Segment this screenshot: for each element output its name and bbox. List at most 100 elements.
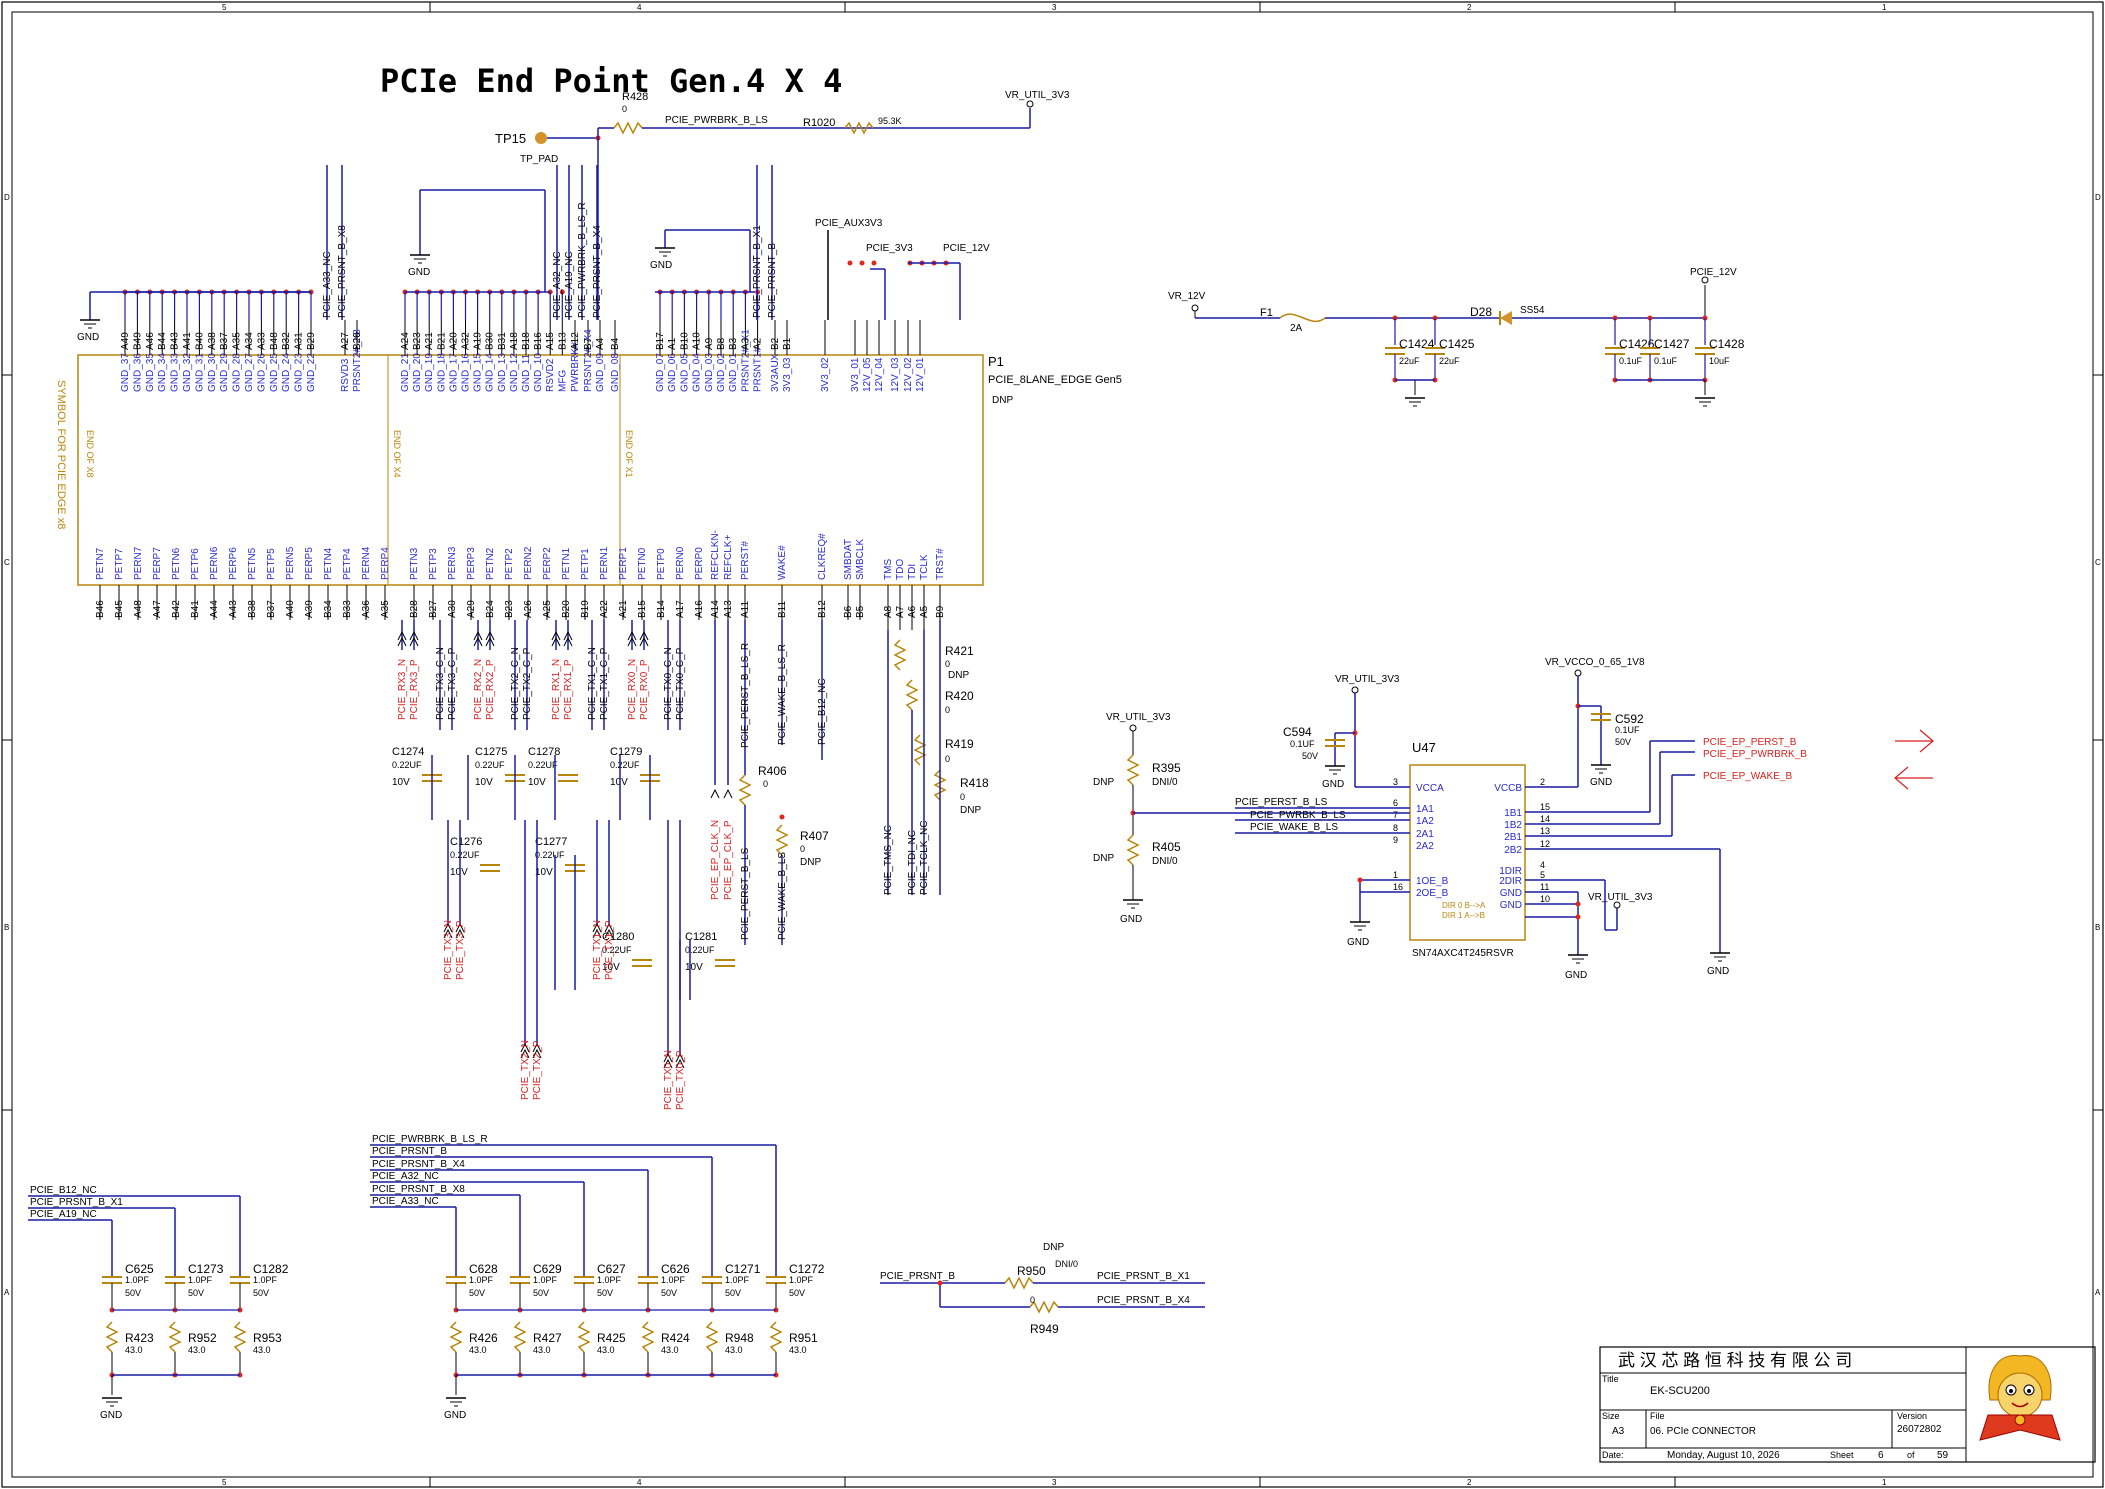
title-label: Title [1602,1374,1619,1384]
r1020-resistor[interactable] [844,121,874,135]
cap-val: 0.22UF [610,760,640,770]
u47-pin-number: 15 [1540,802,1550,812]
r395-val: DNI/0 [1152,777,1178,788]
u47-pin-name: 1DIR [1499,866,1522,877]
connector-top-pin-number: A38 [207,332,218,350]
row-label-b: B [4,923,9,932]
term-res-val: 43.0 [533,1345,551,1355]
r949-val: 0 [1030,1295,1035,1305]
cap-val: 0.22UF [685,945,715,955]
connector-top-pin-number: A27 [340,332,351,350]
term-cap-ref: C1271 [725,1262,761,1276]
size-value: A3 [1612,1426,1625,1437]
r407-resistor[interactable] [775,824,789,856]
term-net-label: PCIE_PRSNT_B_X1 [30,1197,123,1208]
termination-resistor[interactable] [577,1321,591,1353]
lane-net-label: PCIE_RX1_P [563,659,574,720]
r419-val: 0 [945,754,950,764]
d28-diode[interactable] [1500,311,1512,325]
power-cap-val: 0.1uF [1654,356,1678,366]
connector-top-pin-name: GND_01 [728,353,739,392]
prsnt-in-label: PCIE_PRSNT_B [880,1271,955,1282]
r421-resistor[interactable] [893,639,907,671]
r949-resistor[interactable] [1029,1300,1059,1314]
r420-resistor[interactable] [905,679,919,711]
connector-top-pin-name: GND_31 [194,353,205,392]
r406-resistor[interactable] [738,774,752,806]
r421-dnp: DNP [948,670,969,681]
direction-arrows [1894,729,1934,790]
offpage-connector-icon [409,630,419,647]
cap-ref: C1275 [475,746,507,758]
lane-net-label: PCIE_TX3_C_P [447,647,458,720]
connector-body[interactable] [77,354,984,586]
term-cap-volt: 50V [253,1288,269,1298]
connector-top-pin-name: GND_14 [485,353,496,392]
term-cap-val: 1.0PF [661,1275,686,1285]
r419-resistor[interactable] [913,734,927,766]
term-cap-val: 1.0PF [725,1275,750,1285]
r405-val: DNI/0 [1152,856,1178,867]
connector-top-pin-name: GND_21 [400,353,411,392]
connector-bottom-pin-number: A39 [304,600,315,618]
connector-bottom-pin-name: PERN7 [133,546,144,580]
r419-ref: R419 [945,737,974,751]
lane-net-label: PCIE_RX3_N [397,659,408,720]
u47-pin-name: 1OE_B [1416,876,1449,887]
lane-tx-net-label: PCIE_TX1_P [604,920,615,980]
term-res-val: 43.0 [188,1345,206,1355]
col-label-5b: 5 [222,1478,227,1487]
term-cap-val: 1.0PF [188,1275,213,1285]
termination-resistor[interactable] [769,1321,783,1353]
r950-resistor[interactable] [1004,1276,1034,1290]
u47-dir-note-2: DIR 1 A-->B [1442,911,1485,920]
u47-body[interactable] [1409,764,1526,941]
connector-top-pin-name: PRSNT2#_X4 [583,329,594,392]
connector-top-pin-number: A46 [145,332,156,350]
f1-fuse[interactable] [1279,313,1326,323]
termination-resistor[interactable] [449,1321,463,1353]
connector-top-pin-number: B37 [219,332,230,350]
u47-pin-name: 1A1 [1416,804,1434,815]
r407-ref: R407 [800,829,829,843]
r418-resistor[interactable] [933,769,947,801]
cap-val: 0.22UF [450,850,480,860]
perst-r-label: PCIE_PERST_B_LS_R [740,643,751,748]
cap-val: 0.22UF [528,760,558,770]
connector-bottom-pin-number: A16 [694,600,705,618]
connector-bottom-pin-number: B9 [935,605,946,618]
termination-resistor[interactable] [168,1321,182,1353]
u47-pin-number: 7 [1393,810,1398,820]
connector-bottom-pin-number: A44 [209,600,220,618]
connector-bottom-pin-name: PERP5 [304,547,315,580]
col-label-4b: 4 [637,1478,642,1487]
connector-bottom-pin-number: B5 [855,605,866,618]
perst-label: PCIE_PERST_B_LS [740,847,751,940]
u47-pin-number: 5 [1540,870,1545,880]
connector-bottom-pin-name: PETP4 [342,548,353,580]
connector-bottom-pin-name: PERP6 [228,547,239,580]
connector-top-pin-name: GND_33 [170,353,181,392]
connector-top-pin-name: RSVD2 [545,358,556,392]
termination-resistor[interactable] [513,1321,527,1353]
connector-bottom-pin-number: B20 [561,600,572,618]
termination-resistor[interactable] [641,1321,655,1353]
termination-resistor[interactable] [705,1321,719,1353]
r1020-val: 95.3K [878,116,902,126]
cap-volt: 10V [528,777,546,788]
tp15-test-point[interactable] [535,132,547,144]
top-net-label: PCIE_PRSNT_B_X4 [592,225,603,318]
f1-ref: F1 [1260,307,1273,319]
termination-resistor[interactable] [233,1321,247,1353]
connector-bottom-pin-name: CLKREQ# [817,533,828,580]
term-res-ref: R426 [469,1331,498,1345]
r405-resistor[interactable] [1126,834,1140,866]
term-res-ref: R953 [253,1331,282,1345]
gnd-label-1: GND [77,332,99,343]
r428-resistor[interactable] [613,121,643,135]
d28-ref: D28 [1470,305,1492,319]
termination-resistor[interactable] [105,1321,119,1353]
r395-resistor[interactable] [1126,754,1140,786]
r407-dnp: DNP [800,857,821,868]
u47-pin-name: 2B1 [1504,832,1522,843]
